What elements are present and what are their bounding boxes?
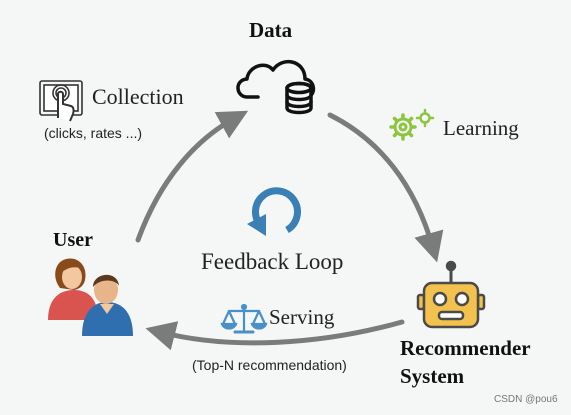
- serving-label: Serving: [269, 305, 335, 329]
- arrow-user-to-data: [135, 110, 249, 243]
- feedback-loop-label: Feedback Loop: [201, 249, 344, 274]
- refresh-cycle-icon: [247, 187, 301, 236]
- arrow-recommender-to-user: [145, 319, 405, 351]
- recommender-node-title-line1: Recommender: [400, 336, 531, 360]
- gears-icon: [389, 108, 435, 141]
- arrow-data-to-recommender: [327, 112, 444, 263]
- cloud-database-icon: [236, 59, 316, 115]
- data-node-title: Data: [249, 18, 293, 42]
- serving-sublabel: (Top-N recommendation): [192, 357, 347, 373]
- robot-icon: [416, 260, 486, 329]
- watermark: CSDN @pou6: [494, 394, 558, 405]
- collection-sublabel: (clicks, rates ...): [44, 125, 143, 141]
- touch-screen-icon: [39, 80, 83, 122]
- recommender-node-title-line2: System: [400, 364, 465, 388]
- collection-label: Collection: [92, 84, 184, 109]
- learning-label: Learning: [443, 116, 519, 140]
- scales-icon: [220, 303, 268, 334]
- users-icon: [48, 258, 133, 336]
- user-node-title: User: [53, 229, 93, 251]
